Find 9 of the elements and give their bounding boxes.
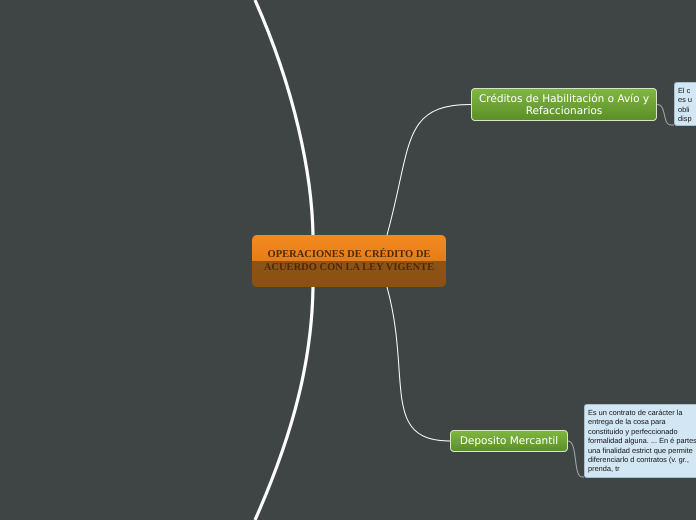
central-topic: OPERACIONES DE CRÉDITO DE ACUERDO CON LA LEY VIGENTE (252, 235, 446, 287)
connector-line (386, 286, 450, 442)
topic-box: Deposito Mercantil (450, 430, 568, 452)
connector-line (254, 0, 315, 236)
connector-line (568, 440, 584, 478)
topic-box: Créditos de Habilitación o Avío y Refaccionarios (471, 88, 657, 121)
connector-line (656, 104, 674, 126)
connector-line (386, 104, 472, 236)
connector-line (254, 286, 315, 520)
